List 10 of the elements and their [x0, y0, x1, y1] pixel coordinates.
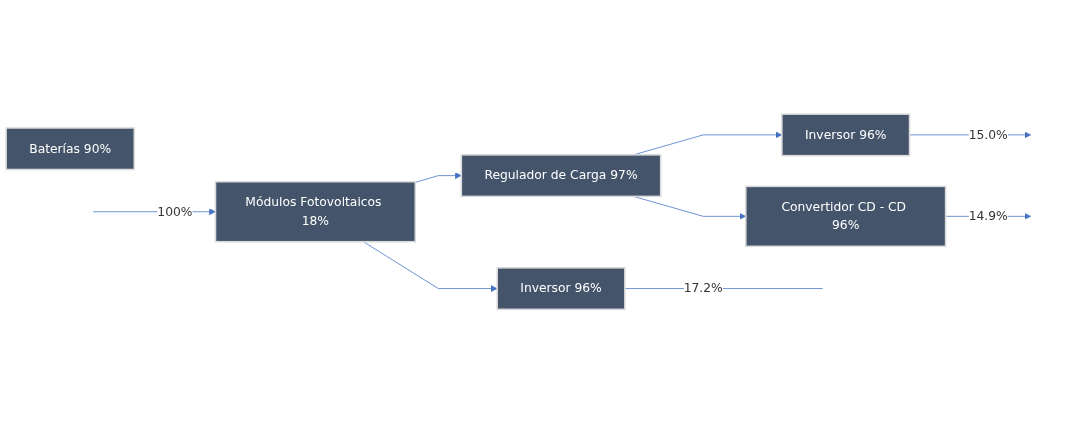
edge-label: 14.9% [968, 208, 1008, 224]
edge-label: 17.2% [683, 280, 723, 296]
node-box: Regulador de Carga 97% [460, 153, 662, 197]
node-box: Módulos Fotovoltaicos 18% [214, 180, 417, 243]
node-box: Convertidor CD - CD 96% [745, 185, 947, 247]
edge-label: 15.0% [968, 126, 1008, 142]
node-box: Baterías 90% [5, 126, 135, 170]
edge-label: 100% [157, 203, 193, 219]
node-box: Inversor 96% [781, 113, 911, 157]
node-box: Inversor 96% [496, 266, 626, 310]
